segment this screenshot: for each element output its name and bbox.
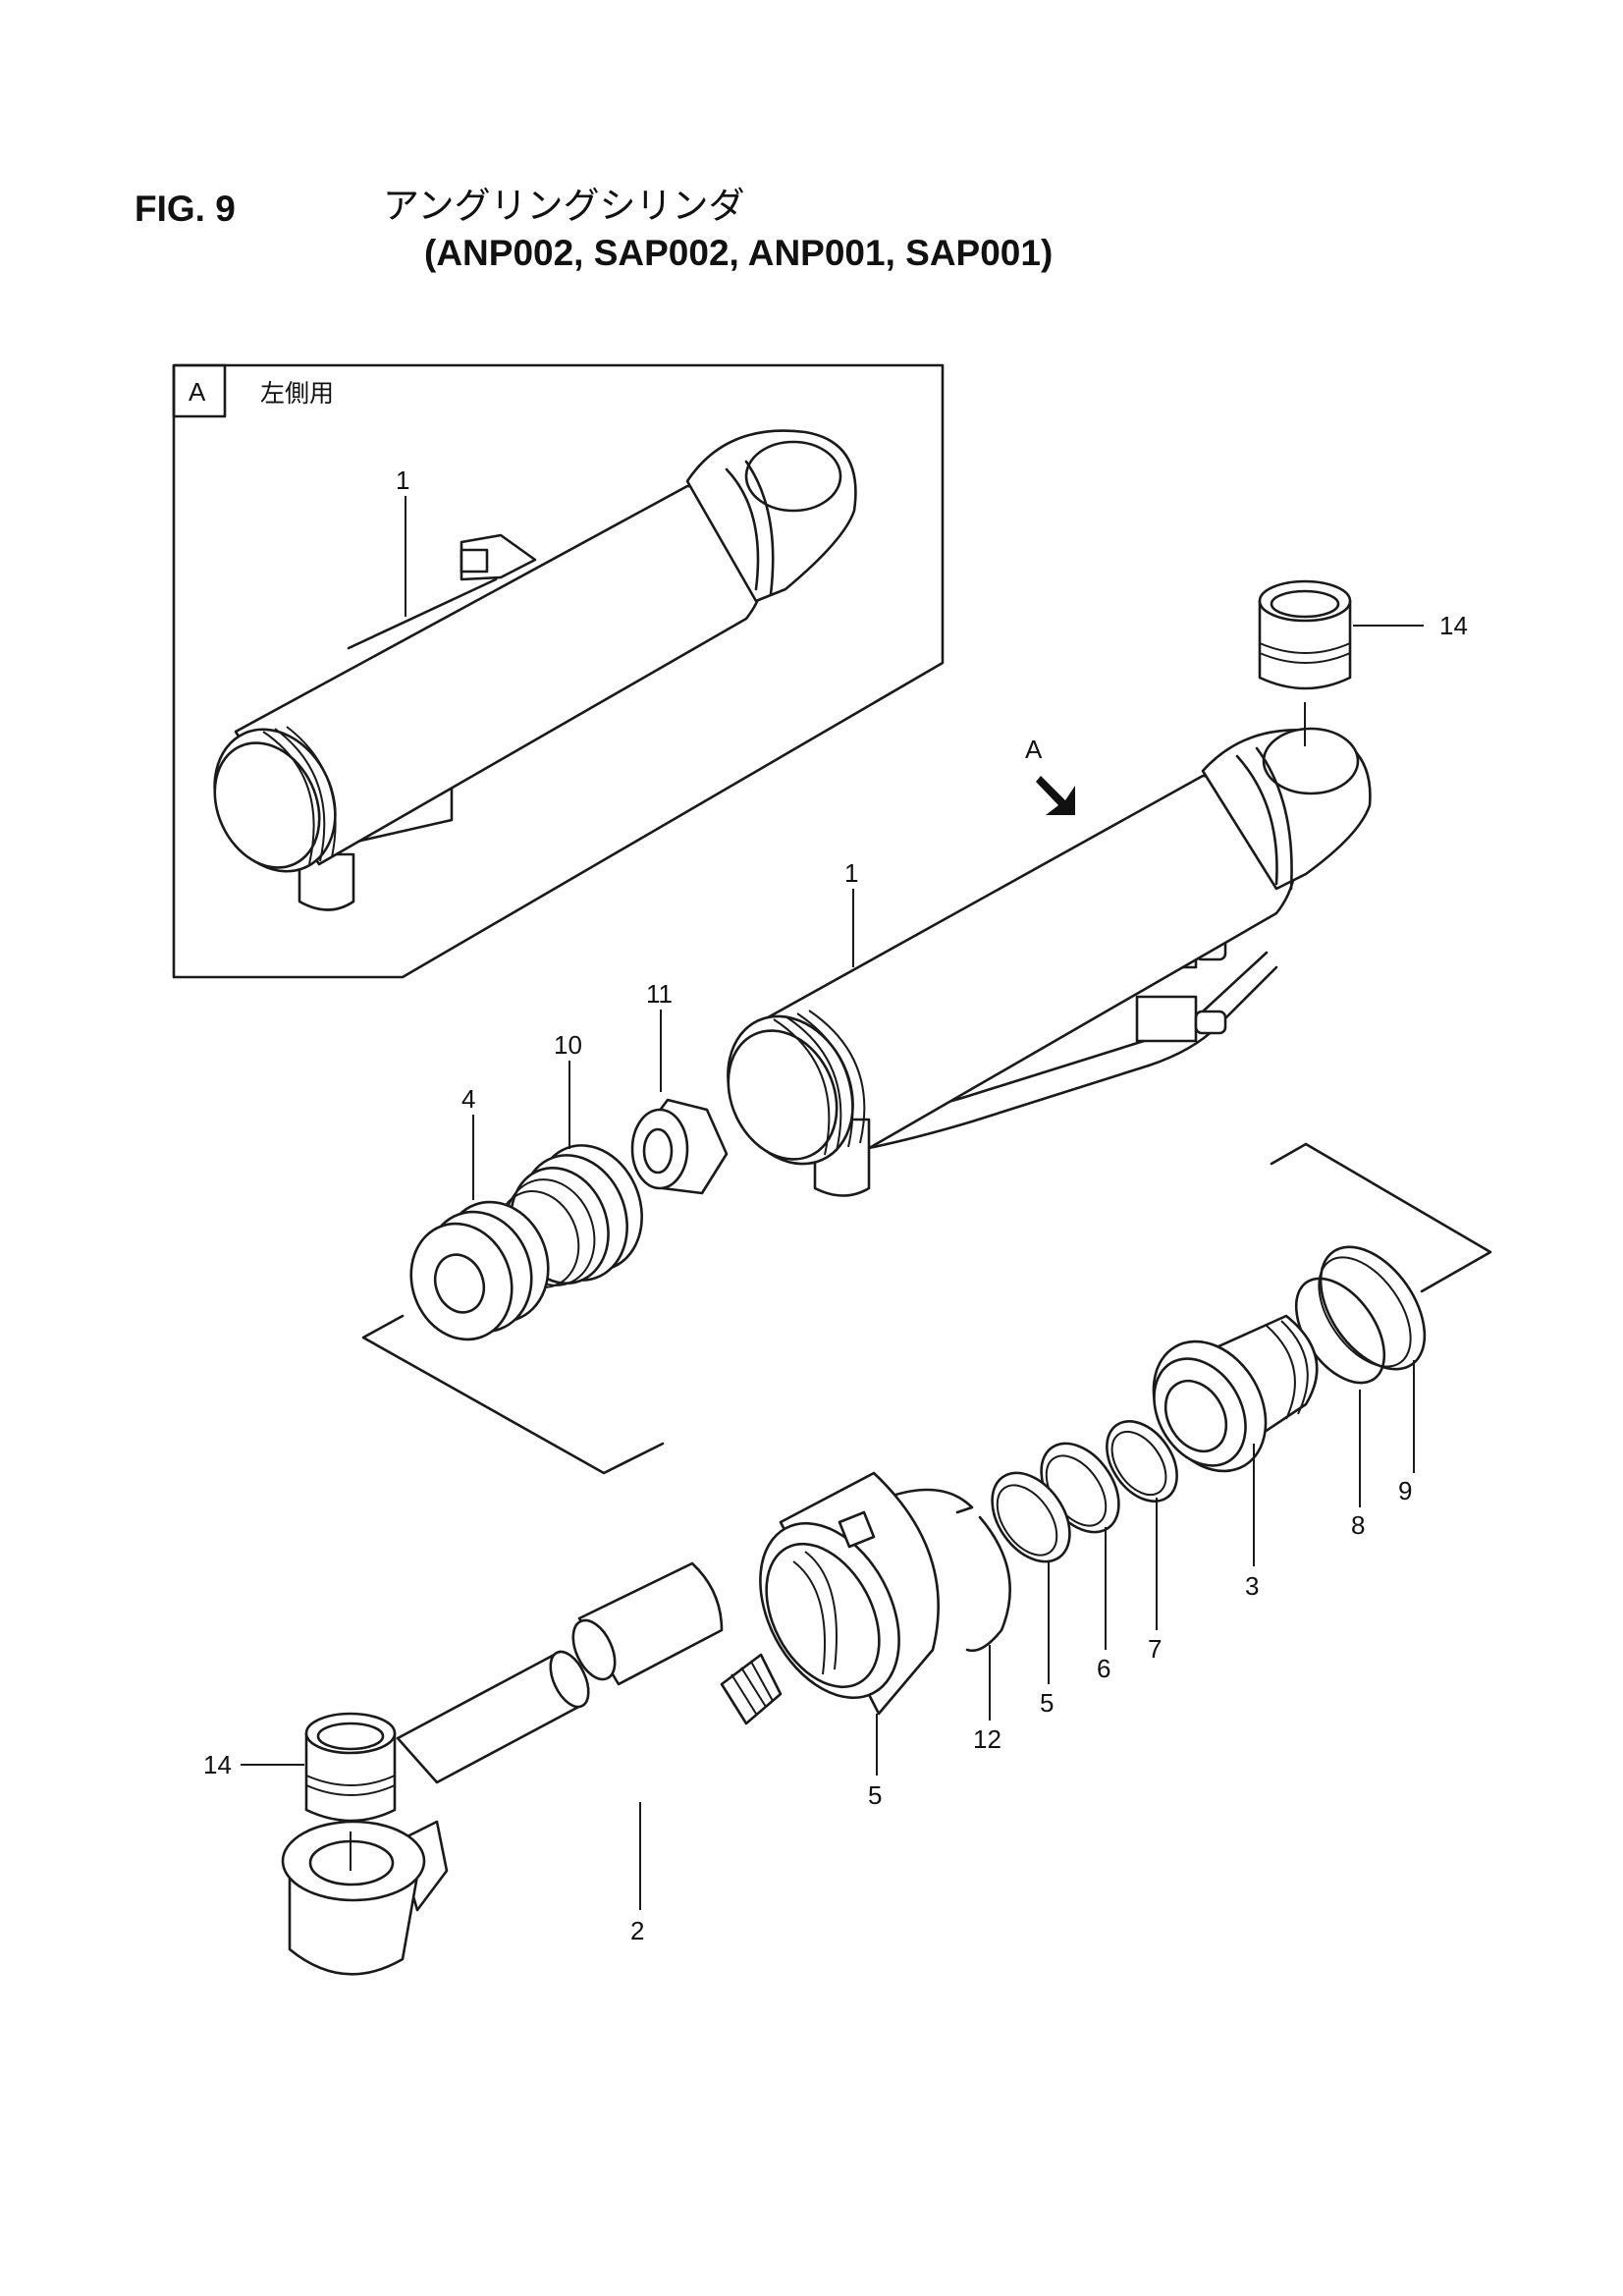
view-marker: A xyxy=(1025,735,1043,764)
part-5-cylinder-head xyxy=(759,1471,940,1716)
callout-13: 12 xyxy=(973,1724,1001,1754)
figure-number: FIG. 9 xyxy=(135,189,236,229)
inset-caption: 左側用 xyxy=(260,379,334,408)
part-2-piston-rod xyxy=(281,1561,783,1976)
part-13-retaining-ring xyxy=(885,1488,1011,1653)
group-bracket-left xyxy=(361,1314,665,1475)
callout-4: 4 xyxy=(461,1084,475,1114)
part-1-cylinder-tube xyxy=(727,727,1372,1197)
callout-10: 9 xyxy=(1398,1476,1412,1505)
part-4-piston xyxy=(409,1200,550,1341)
callout-12: 11 xyxy=(646,979,673,1009)
inset-letter: A xyxy=(189,377,206,407)
inset-view-a: A 左側用 1 xyxy=(172,363,945,979)
callout-7: 6 xyxy=(1097,1654,1110,1683)
callout-5-label: 5 xyxy=(868,1780,882,1810)
callout-3: 3 xyxy=(1245,1571,1259,1601)
view-arrow-a: A xyxy=(1025,735,1075,815)
part-3-gland xyxy=(1152,1314,1319,1473)
callout-14-bottom: 14 xyxy=(203,1750,232,1779)
callout-8: 7 xyxy=(1148,1634,1162,1664)
callout-11: 10 xyxy=(554,1030,582,1060)
part-12-nut xyxy=(630,1098,729,1195)
group-bracket-right xyxy=(1270,1142,1492,1293)
part-8-seal xyxy=(1106,1420,1178,1503)
callout-2: 2 xyxy=(630,1916,644,1945)
callout-1-inset: 1 xyxy=(396,465,409,495)
callout-1: 1 xyxy=(844,858,858,888)
part-6-seal xyxy=(991,1471,1071,1563)
callout-6: 5 xyxy=(1040,1688,1054,1718)
part-14-bushing-bottom xyxy=(241,1712,397,1871)
part-14-bushing-top xyxy=(1258,579,1424,746)
part-11-seal-set xyxy=(496,1144,643,1288)
figure-title: アングリングシリンダ xyxy=(383,185,745,227)
inset-cylinder xyxy=(213,429,857,911)
part-10-ring xyxy=(1318,1245,1427,1371)
callout-14-top: 14 xyxy=(1439,611,1468,640)
callout-9: 8 xyxy=(1351,1510,1365,1540)
figure-models: (ANP002, SAP002, ANP001, SAP001) xyxy=(424,233,1053,273)
